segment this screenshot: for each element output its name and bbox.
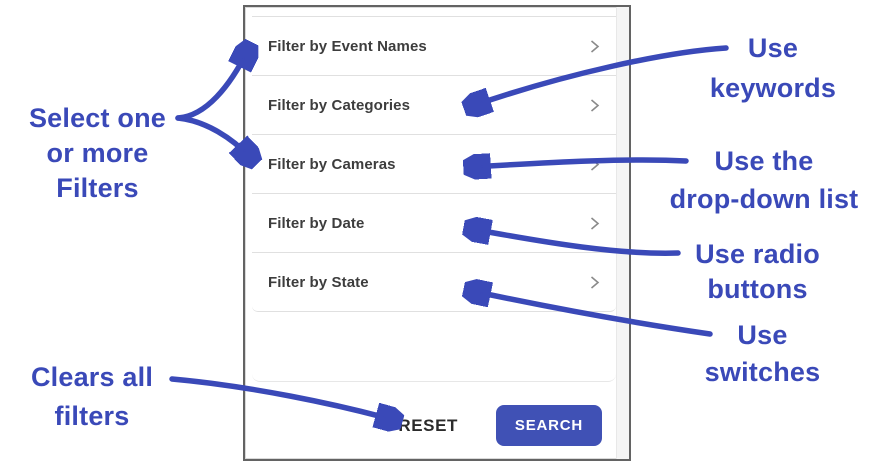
- filter-panel: Filter by Event Names Filter by Categori…: [243, 5, 631, 461]
- chevron-right-icon: [587, 157, 602, 172]
- filter-row-label: Filter by State: [268, 273, 369, 291]
- search-button[interactable]: SEARCH: [496, 405, 602, 446]
- chevron-right-icon: [587, 216, 602, 231]
- chevron-right-icon: [587, 98, 602, 113]
- note-select-filters: Select one or more Filters: [28, 103, 167, 203]
- filter-row-label: Filter by Categories: [268, 96, 411, 114]
- note-use-switches: Use switches: [704, 320, 821, 387]
- arrow-select-to-event-names: [175, 50, 248, 121]
- chevron-right-icon: [587, 39, 602, 54]
- note-use-dropdown: Use the drop-down list: [669, 146, 859, 214]
- filter-row-label: Filter by Date: [268, 214, 365, 232]
- filter-row-event-names[interactable]: Filter by Event Names: [252, 17, 616, 76]
- scrollbar-gutter[interactable]: [616, 7, 629, 459]
- filter-row-cameras[interactable]: Filter by Cameras: [252, 135, 616, 194]
- note-clears-filters: Clears all filters: [30, 362, 154, 431]
- note-use-radio: Use radio buttons: [695, 239, 820, 304]
- filter-row-label: Filter by Event Names: [268, 37, 427, 55]
- filter-row-date[interactable]: Filter by Date: [252, 194, 616, 253]
- note-use-keywords: Use keywords: [709, 33, 837, 103]
- filter-row-label: Filter by Cameras: [268, 155, 396, 173]
- panel-footer: RESET SEARCH: [396, 405, 602, 446]
- reset-button[interactable]: RESET: [396, 410, 460, 442]
- arrow-select-to-cameras: [175, 115, 251, 158]
- filter-list: Filter by Event Names Filter by Categori…: [252, 16, 616, 312]
- chevron-right-icon: [587, 275, 602, 290]
- filter-row-state[interactable]: Filter by State: [252, 253, 616, 312]
- empty-section: [252, 317, 616, 382]
- filter-row-categories[interactable]: Filter by Categories: [252, 76, 616, 135]
